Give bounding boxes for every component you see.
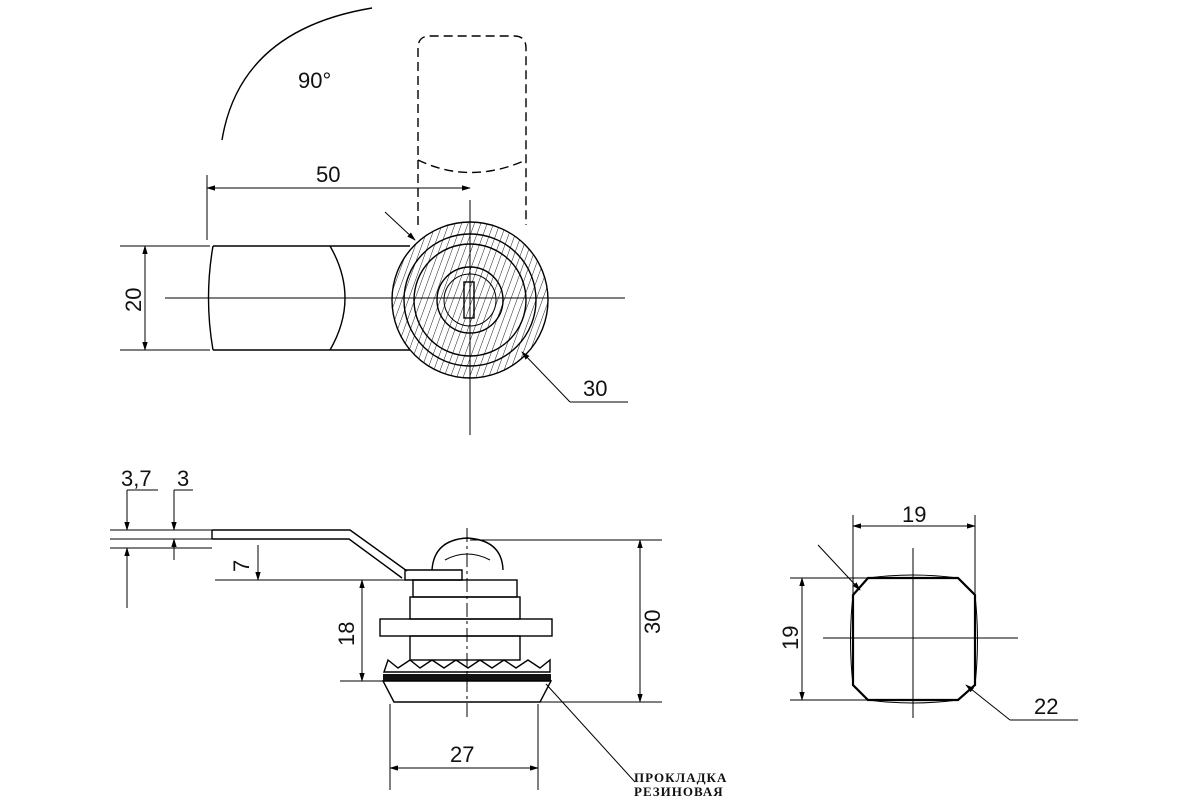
side-view: 3,7 3 7 18 30 [110, 466, 727, 799]
dimension-27: 27 [389, 704, 539, 790]
svg-text:19: 19 [902, 502, 926, 527]
dimension-50: 50 [206, 162, 471, 240]
rubber-gasket [383, 674, 551, 681]
svg-text:7: 7 [229, 560, 254, 572]
svg-text:РЕЗИНОВАЯ: РЕЗИНОВАЯ [634, 784, 724, 799]
cutout-shape [851, 576, 977, 702]
key-slot [463, 281, 475, 319]
svg-text:22: 22 [1034, 694, 1058, 719]
nut [379, 618, 553, 637]
top-view: 90° 50 [120, 7, 628, 435]
dimension-30-diameter: 30 [384, 211, 628, 403]
dimension-18: 18 [334, 579, 412, 682]
dimension-20: 20 [120, 245, 210, 351]
dimension-22-diameter: 22 [817, 544, 1078, 721]
svg-text:50: 50 [316, 162, 340, 187]
upper-body [412, 579, 518, 598]
dimension-3: 3 [171, 466, 193, 560]
svg-text:3: 3 [177, 466, 189, 491]
svg-text:18: 18 [334, 622, 359, 646]
svg-text:20: 20 [121, 288, 146, 312]
dimension-30-height: 30 [470, 539, 665, 703]
cutout-view: 19 19 22 [778, 502, 1078, 721]
svg-text:30: 30 [583, 376, 607, 401]
gasket-note: ПРОКЛАДКА РЕЗИНОВАЯ [545, 683, 727, 799]
thread-lower [409, 635, 521, 661]
svg-text:3,7: 3,7 [121, 466, 152, 491]
serrated-washer [383, 658, 551, 673]
angle-label: 90° [298, 68, 331, 93]
dimension-19-width: 19 [852, 502, 976, 595]
svg-text:19: 19 [778, 626, 803, 650]
dimension-7: 7 [215, 545, 405, 581]
rotation-arc [221, 7, 373, 141]
dimension-19-height: 19 [778, 577, 868, 701]
rotated-lever-outline [417, 35, 527, 225]
svg-text:27: 27 [450, 742, 474, 767]
thread-upper [409, 596, 521, 620]
svg-text:ПРОКЛАДКА: ПРОКЛАДКА [634, 770, 727, 785]
dimension-3-7: 3,7 [110, 466, 212, 608]
svg-text:30: 30 [640, 610, 665, 634]
